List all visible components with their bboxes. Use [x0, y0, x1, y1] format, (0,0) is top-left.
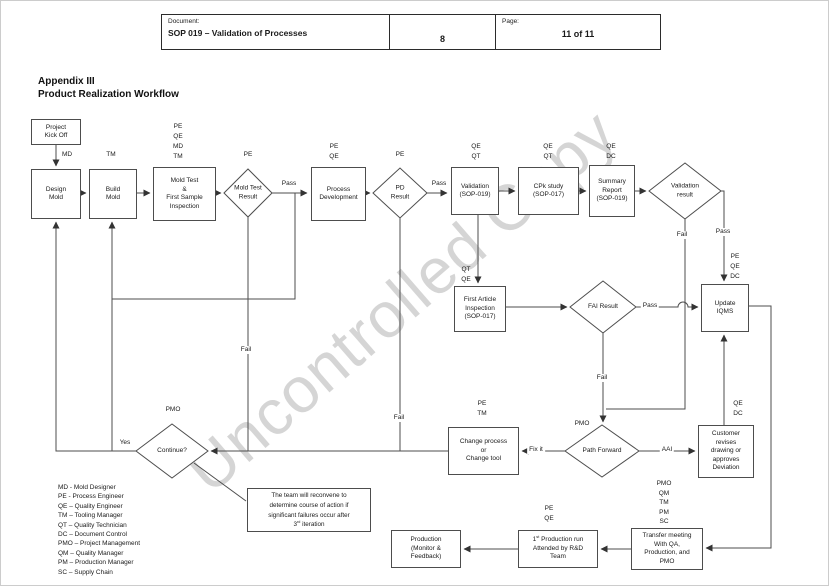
node-process-development: Process Development	[311, 167, 366, 221]
path-forward-diamond	[564, 424, 640, 478]
decision-diamonds	[135, 162, 722, 479]
production-run-text: 1	[532, 536, 537, 543]
page-label: Page:	[502, 18, 519, 25]
document-header-table: Document: SOP 019 – Validation of Proces…	[161, 14, 661, 50]
role-mold-test-result: PE	[243, 151, 253, 158]
legend-item: QM – Quality Manager	[58, 549, 124, 557]
appendix-title-line1: Appendix III	[38, 76, 95, 87]
pd-result-diamond	[372, 167, 428, 219]
decision-fai-result: FAI Result	[588, 302, 618, 310]
appendix-title: Appendix III Product Realization Workflo…	[38, 75, 179, 101]
edge-aai: AAI	[659, 446, 675, 454]
role-process-development: PE QE	[329, 143, 339, 160]
header-document-cell: Document: SOP 019 – Validation of Proces…	[162, 15, 390, 49]
legend-item: PE - Process Engineer	[58, 493, 124, 501]
validation-result-diamond	[648, 162, 722, 220]
decision-pd-result: PD Result	[390, 184, 410, 201]
note-text-rest: iteration	[300, 521, 325, 529]
legend-item: DC – Document Control	[58, 531, 127, 539]
edge-fail-pd: Fail	[391, 414, 407, 422]
header-revision-cell: 8	[390, 15, 496, 49]
legend-item: QT – Quality Technician	[58, 521, 127, 529]
role-pd-result: PE	[395, 151, 405, 158]
decision-validation-result: Validation result	[670, 182, 700, 199]
production-run-text-rest: Production run Attended by R&D Team	[532, 536, 584, 560]
role-mold-test-inspection: PE QE MD TM	[172, 123, 184, 160]
header-page-cell: Page: 11 of 11	[496, 15, 660, 49]
node-cpk-study: CPk study (SOP-017)	[518, 167, 579, 215]
appendix-title-line2: Product Realization Workflow	[38, 89, 179, 100]
decision-path-forward: Path Forward	[582, 446, 622, 454]
note-text: The team will reconvene to determine cou…	[268, 492, 350, 529]
role-change-process: PE TM	[477, 400, 487, 417]
node-change-process: Change process or Change tool	[448, 427, 519, 475]
production-run-ordinal: st	[536, 533, 540, 539]
page-value: 11 of 11	[561, 29, 595, 39]
role-first-article-inspection: QT QE	[461, 266, 471, 283]
role-cpk-study: QE QT	[543, 143, 553, 160]
role-continue: PMO	[165, 406, 181, 413]
mold-test-result-diamond	[223, 168, 273, 218]
decision-mold-test-result: Mold Test Result	[234, 184, 262, 201]
role-design-mold: MD	[61, 151, 73, 158]
legend-item: SC – Supply Chain	[58, 568, 113, 576]
document-title: SOP 019 – Validation of Processes	[168, 28, 308, 38]
node-design-mold: Design Mold	[31, 169, 81, 219]
revision-value: 8	[439, 34, 445, 44]
role-transfer-meeting: PMO QM TM PM SC	[656, 480, 672, 526]
continue-diamond	[135, 423, 209, 479]
legend-item: TM – Tooling Manager	[58, 512, 123, 520]
role-validation: QE QT	[471, 143, 481, 160]
note-ordinal: rd	[297, 520, 301, 525]
edge-fail-validation: Fail	[674, 231, 690, 239]
fai-result-diamond	[569, 280, 637, 334]
document-label: Document:	[168, 18, 200, 25]
role-update-iqms: PE QE DC	[730, 253, 740, 280]
connector-lines	[52, 145, 772, 553]
node-mold-test-inspection: Mold Test & First Sample Inspection	[153, 167, 216, 221]
role-customer-revises: QE DC	[733, 400, 743, 417]
edge-pass-validation: Pass	[713, 228, 733, 236]
node-project-kickoff: Project Kick Off	[31, 119, 81, 145]
decision-continue: Continue?	[157, 446, 187, 454]
edge-pass-mold-test: Pass	[281, 180, 297, 187]
node-summary-report: Summary Report (SOP-019)	[589, 165, 635, 217]
node-customer-revises: Customer revises drawing or approves Dev…	[698, 425, 754, 478]
node-build-mold: Build Mold	[89, 169, 137, 219]
node-production-monitor: Production (Monitor & Feedback)	[391, 530, 461, 568]
edge-pass-fai: Pass	[640, 302, 660, 310]
role-summary-report: QE DC	[606, 143, 616, 160]
node-validation: Validation (SOP-019)	[451, 167, 499, 215]
note-box: The team will reconvene to determine cou…	[247, 488, 371, 532]
node-first-article-inspection: First Article Inspection (SOP-017)	[454, 286, 506, 332]
edge-fail-mold-test: Fail	[238, 346, 254, 354]
legend-item: PM – Production Manager	[58, 559, 134, 567]
legend-item: MD - Mold Designer	[58, 484, 116, 491]
node-update-iqms: Update IQMS	[701, 284, 749, 332]
edge-fix-it: Fix it	[527, 446, 545, 454]
node-first-production-run: 1st Production run Attended by R&D Team	[518, 530, 598, 568]
role-legend: MD - Mold Designer PE - Process Engineer…	[58, 483, 140, 577]
role-build-mold: TM	[106, 151, 116, 158]
edge-yes: Yes	[119, 439, 131, 446]
legend-item: QE – Quality Engineer	[58, 502, 123, 510]
role-path-forward: PMO	[574, 420, 590, 427]
edge-fail-fai: Fail	[594, 374, 610, 382]
role-production-run: PE QE	[544, 505, 554, 522]
node-transfer-meeting: Transfer meeting With QA, Production, an…	[631, 528, 703, 570]
legend-item: PMO – Project Management	[58, 540, 141, 548]
edge-pass-pd: Pass	[431, 180, 447, 187]
